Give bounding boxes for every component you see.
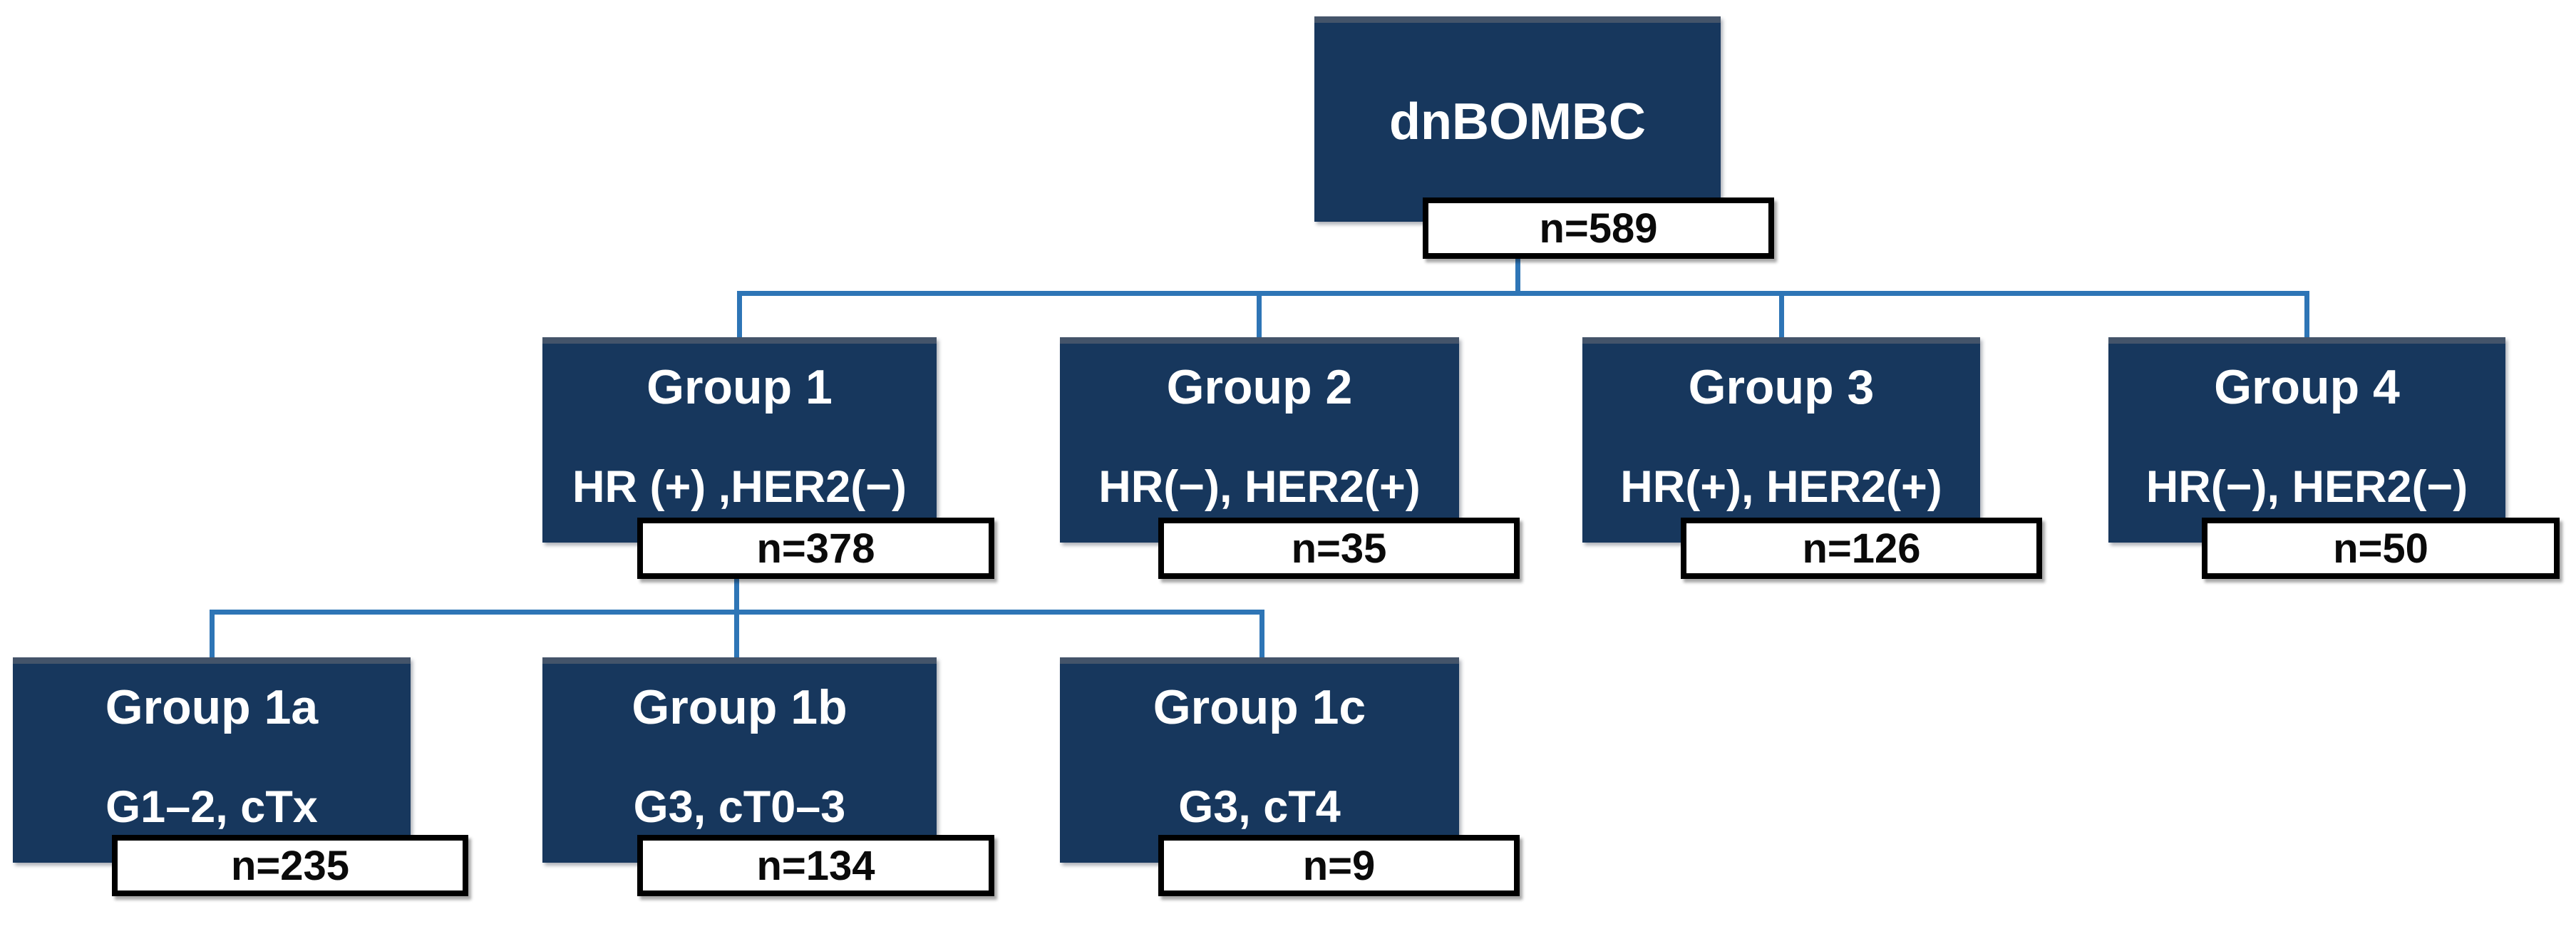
node-dnbombc-label: dnBOMBC [1389,93,1646,150]
node-group-1a-label: Group 1a [105,680,319,734]
node-group-1c: Group 1c G3, cT4 [1060,657,1459,863]
node-group-1c-subtitle: G3, cT4 [1178,782,1341,832]
node-group-4: Group 4 HR(−), HER2(−) [2108,337,2505,543]
connector-drop-group2 [1257,291,1262,339]
node-group-2-subtitle: HR(−), HER2(+) [1098,462,1421,512]
count-badge-group-3: n=126 [1681,518,2042,579]
connector-root-stub [1515,255,1520,296]
node-group-4-label: Group 4 [2214,360,2400,414]
node-group-3: Group 3 HR(+), HER2(+) [1582,337,1980,543]
node-group-3-label: Group 3 [1688,360,1875,414]
node-group-2: Group 2 HR(−), HER2(+) [1060,337,1459,543]
node-group-1: Group 1 HR (+) ,HER2(−) [542,337,937,543]
connector-drop-group4 [2304,291,2309,339]
count-badge-group-2: n=35 [1158,518,1520,579]
node-group-1a: Group 1a G1–2, cTx [13,657,411,863]
count-badge-group-1: n=378 [637,518,994,579]
connector-drop-group1b [734,610,739,659]
count-badge-group-1c: n=9 [1158,835,1520,896]
count-badge-group-1b: n=134 [637,835,994,896]
connector-drop-group3 [1779,291,1784,339]
node-group-1-subtitle: HR (+) ,HER2(−) [572,462,907,512]
connector-drop-group1c [1259,610,1264,659]
node-group-1b: Group 1b G3, cT0–3 [542,657,937,863]
count-badge-dnbombc: n=589 [1423,197,1774,259]
node-group-1a-subtitle: G1–2, cTx [105,782,318,832]
node-group-1c-label: Group 1c [1153,680,1366,734]
count-badge-group-1a: n=235 [112,835,468,896]
node-group-2-label: Group 2 [1166,360,1353,414]
node-group-1-label: Group 1 [646,360,833,414]
node-group-1b-subtitle: G3, cT0–3 [633,782,846,832]
node-group-4-subtitle: HR(−), HER2(−) [2145,462,2468,512]
node-group-1b-label: Group 1b [632,680,847,734]
node-group-3-subtitle: HR(+), HER2(+) [1620,462,1942,512]
connector-drop-group1a [210,610,215,659]
count-badge-group-4: n=50 [2202,518,2560,579]
connector-group1-stub [734,575,739,615]
connector-drop-group1 [737,291,742,339]
node-dnbombc: dnBOMBC [1314,16,1721,222]
connector-level1-horizontal [737,291,2309,296]
